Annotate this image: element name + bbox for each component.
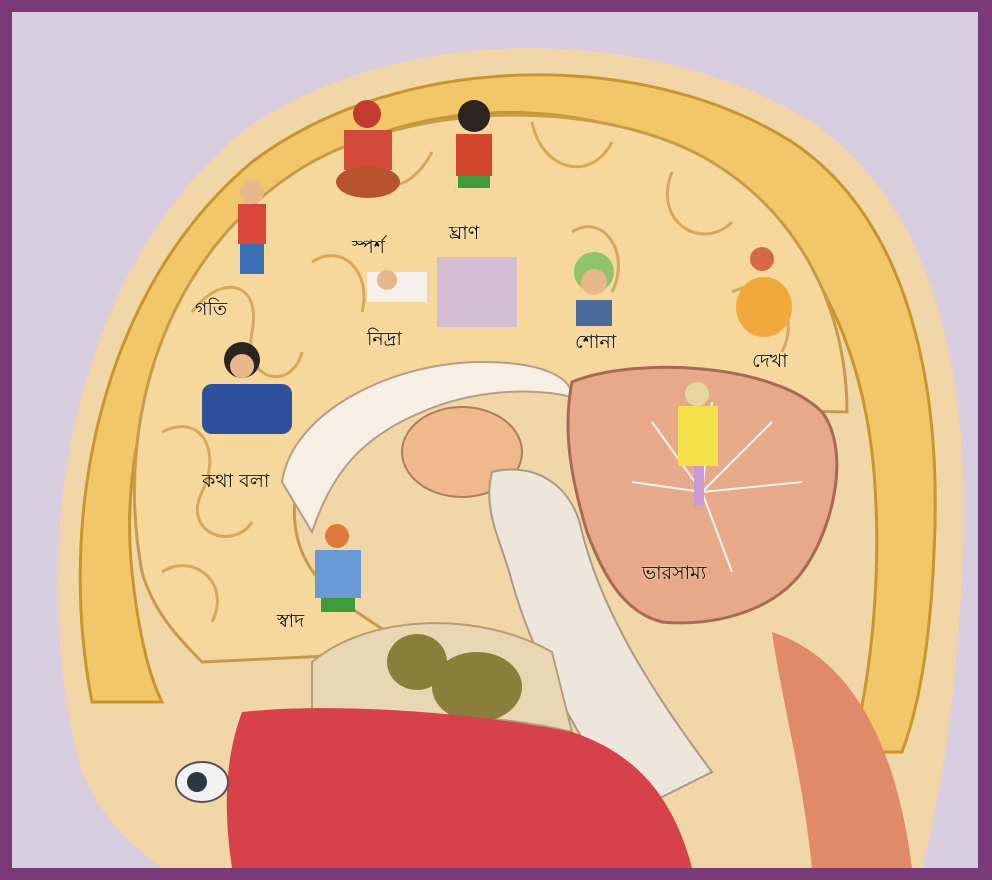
label-taste: স্বাদ — [277, 607, 304, 639]
diagram-panel: স্পর্শ ঘ্রাণ গতি নিদ্রা শোনা দেখা কথা বল… — [12, 12, 978, 868]
figure-sleep — [367, 270, 427, 302]
label-balance: ভারসাম্য — [642, 559, 706, 591]
figure-motion — [238, 180, 266, 274]
brain-illustration — [12, 12, 978, 868]
label-motion: গতি — [195, 295, 227, 327]
figure-sleep-blanket — [437, 257, 517, 327]
label-touch: স্পর্শ — [352, 233, 385, 265]
figure-smell — [456, 100, 492, 188]
label-sight: দেখা — [752, 347, 788, 379]
label-hearing: শোনা — [575, 328, 616, 360]
label-smell: ঘ্রাণ — [449, 219, 479, 251]
sinus-right — [432, 652, 522, 722]
label-sleep: নিদ্রা — [367, 325, 402, 357]
label-speech: কথা বলা — [202, 467, 269, 499]
